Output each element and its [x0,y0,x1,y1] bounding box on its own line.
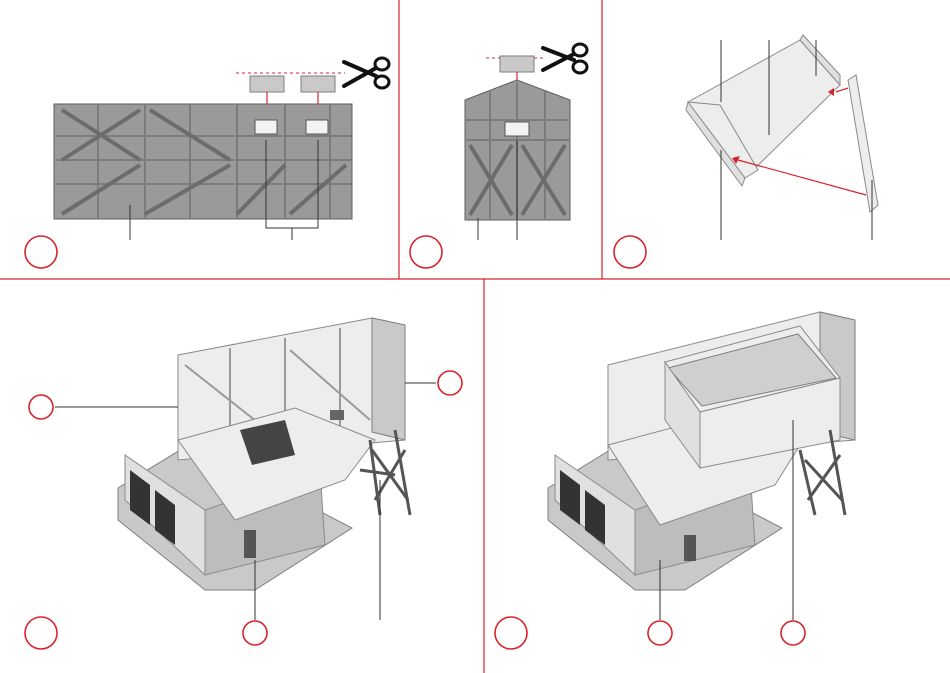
scissors-icon [344,58,389,88]
door [684,535,696,561]
window-insert [500,56,534,72]
step-e [495,312,855,649]
step-marker [25,617,57,649]
callout-marker [29,395,53,419]
callout-marker [243,621,267,645]
step-marker [25,236,57,268]
window-insert [301,76,335,92]
end-wall [372,318,405,440]
step-a [25,58,389,268]
step-c [614,35,878,268]
step-marker [614,236,646,268]
callout-marker [438,371,462,395]
step-marker [410,236,442,268]
window-opening [255,120,277,134]
window-opening [306,120,328,134]
callout-marker [781,621,805,645]
step-marker [495,617,527,649]
step-d [25,318,462,649]
door [244,530,256,558]
scissors-icon [543,44,587,73]
step-b [410,44,587,268]
window-opening [505,122,529,136]
callout-marker [648,621,672,645]
window-insert [250,76,284,92]
